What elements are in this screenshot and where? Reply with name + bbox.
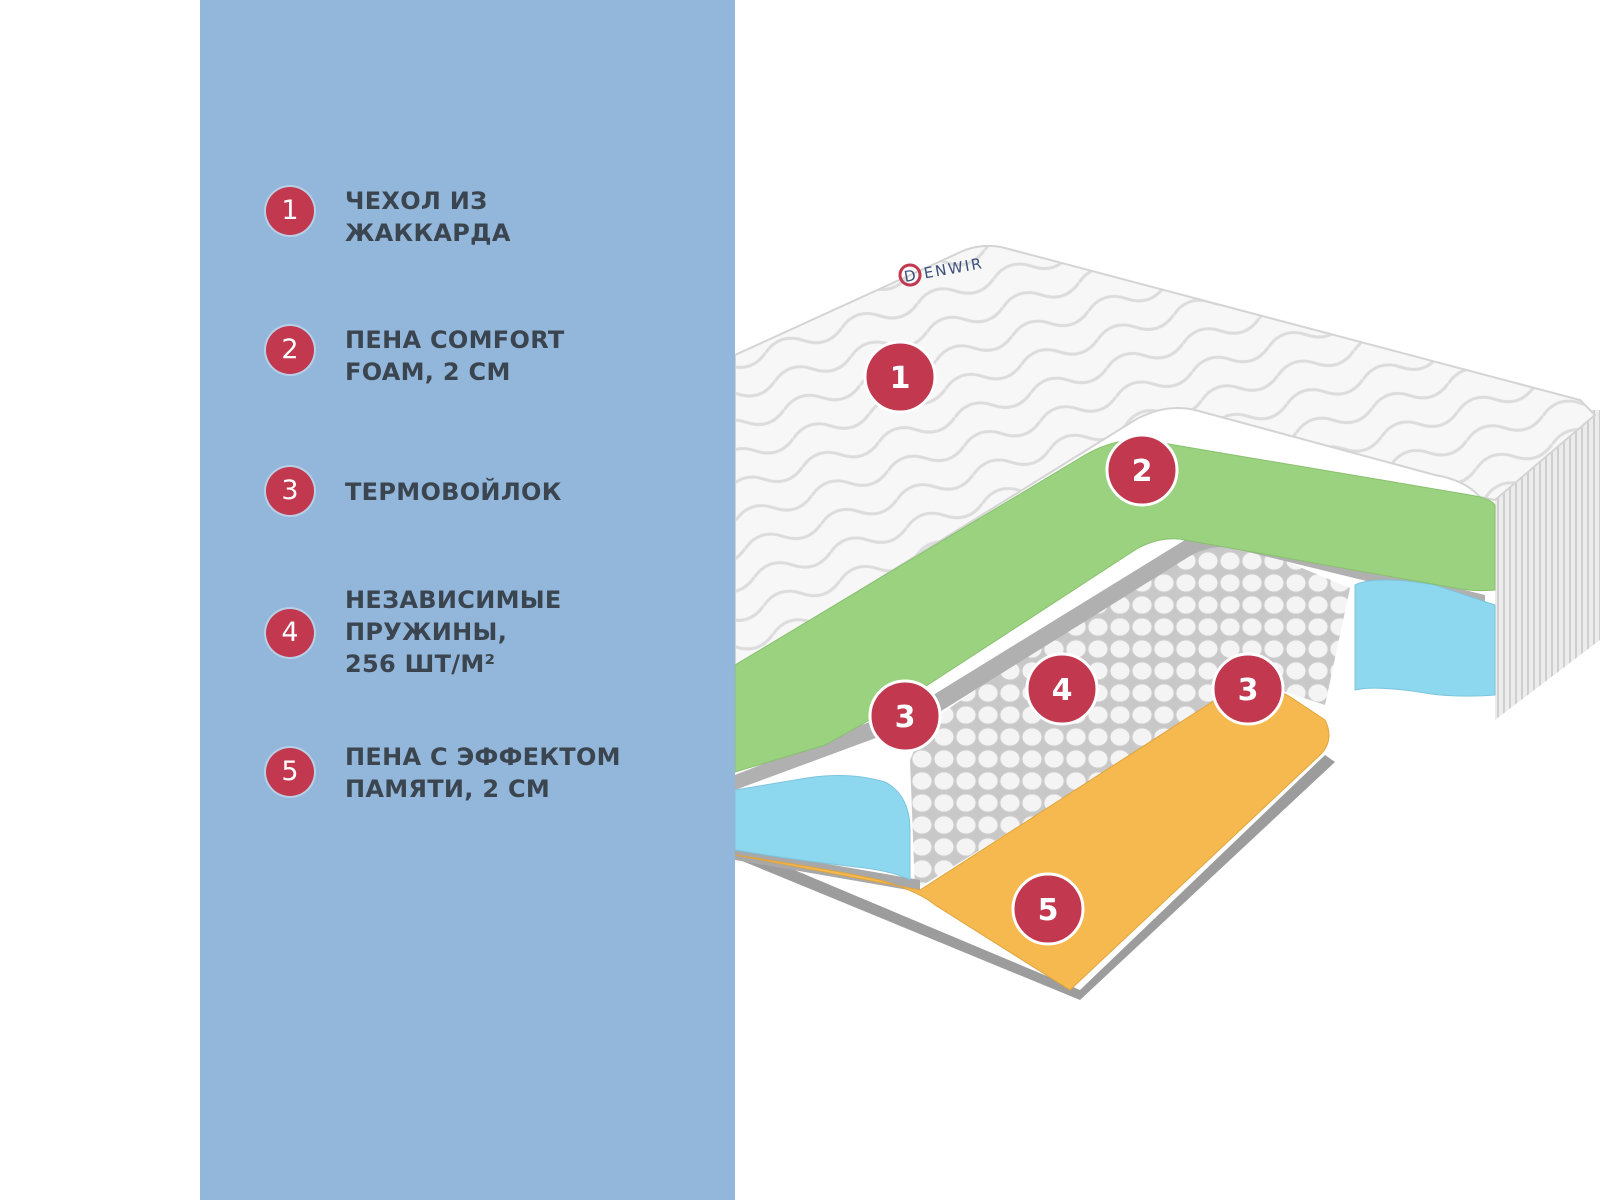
- spring-block: [910, 536, 1350, 890]
- legend-badge-2: 2: [266, 326, 314, 374]
- diagram-badge-1-label: 1: [890, 361, 911, 396]
- diagram-badge-3-left: 3: [868, 679, 942, 753]
- diagram-badge-2-label: 2: [1132, 454, 1153, 489]
- diagram-badge-3-right-label: 3: [1238, 673, 1259, 708]
- diagram-badge-2: 2: [1105, 433, 1179, 507]
- brand-logo-mark: [898, 263, 922, 287]
- mattress-diagram: D ENWIR 1 2 3 4 3 5: [735, 244, 1600, 1000]
- brand-logo-letter: D: [903, 266, 919, 286]
- legend-panel: 1 Чехол из жаккарда 2 Пена Comfort Foam,…: [200, 0, 735, 1200]
- legend-label-springs: Независимые пружины, 256 шт/м²: [345, 586, 562, 678]
- mattress-cover: [735, 244, 1597, 670]
- legend-badge-5: 5: [266, 748, 314, 796]
- legend-label-memory-foam: Пена с эффектом памяти, 2 см: [345, 743, 621, 803]
- legend-label-comfort-foam: Пена Comfort Foam, 2 см: [345, 326, 565, 386]
- legend-badge-1: 1: [266, 187, 314, 235]
- legend-badge-4: 4: [266, 609, 314, 657]
- diagram-badge-5: 5: [1011, 872, 1085, 946]
- diagram-badge-4-label: 4: [1052, 673, 1073, 708]
- diagram-badge-4: 4: [1025, 652, 1099, 726]
- legend-label-felt: Термовойлок: [345, 478, 562, 506]
- diagram-badge-3-right: 3: [1211, 652, 1285, 726]
- mattress-side-edge: [1495, 410, 1600, 720]
- mattress-illustration: D ENWIR 1 2 3 4 3 5: [735, 0, 1600, 1200]
- diagram-badge-5-label: 5: [1038, 893, 1059, 928]
- diagram-badge-3-left-label: 3: [895, 700, 916, 735]
- diagram-badge-1: 1: [863, 340, 937, 414]
- side-foam-right: [1354, 579, 1496, 697]
- side-foam-left: [735, 775, 911, 881]
- legend-label-cover: Чехол из жаккарда: [345, 187, 511, 247]
- legend-badge-3: 3: [266, 467, 314, 515]
